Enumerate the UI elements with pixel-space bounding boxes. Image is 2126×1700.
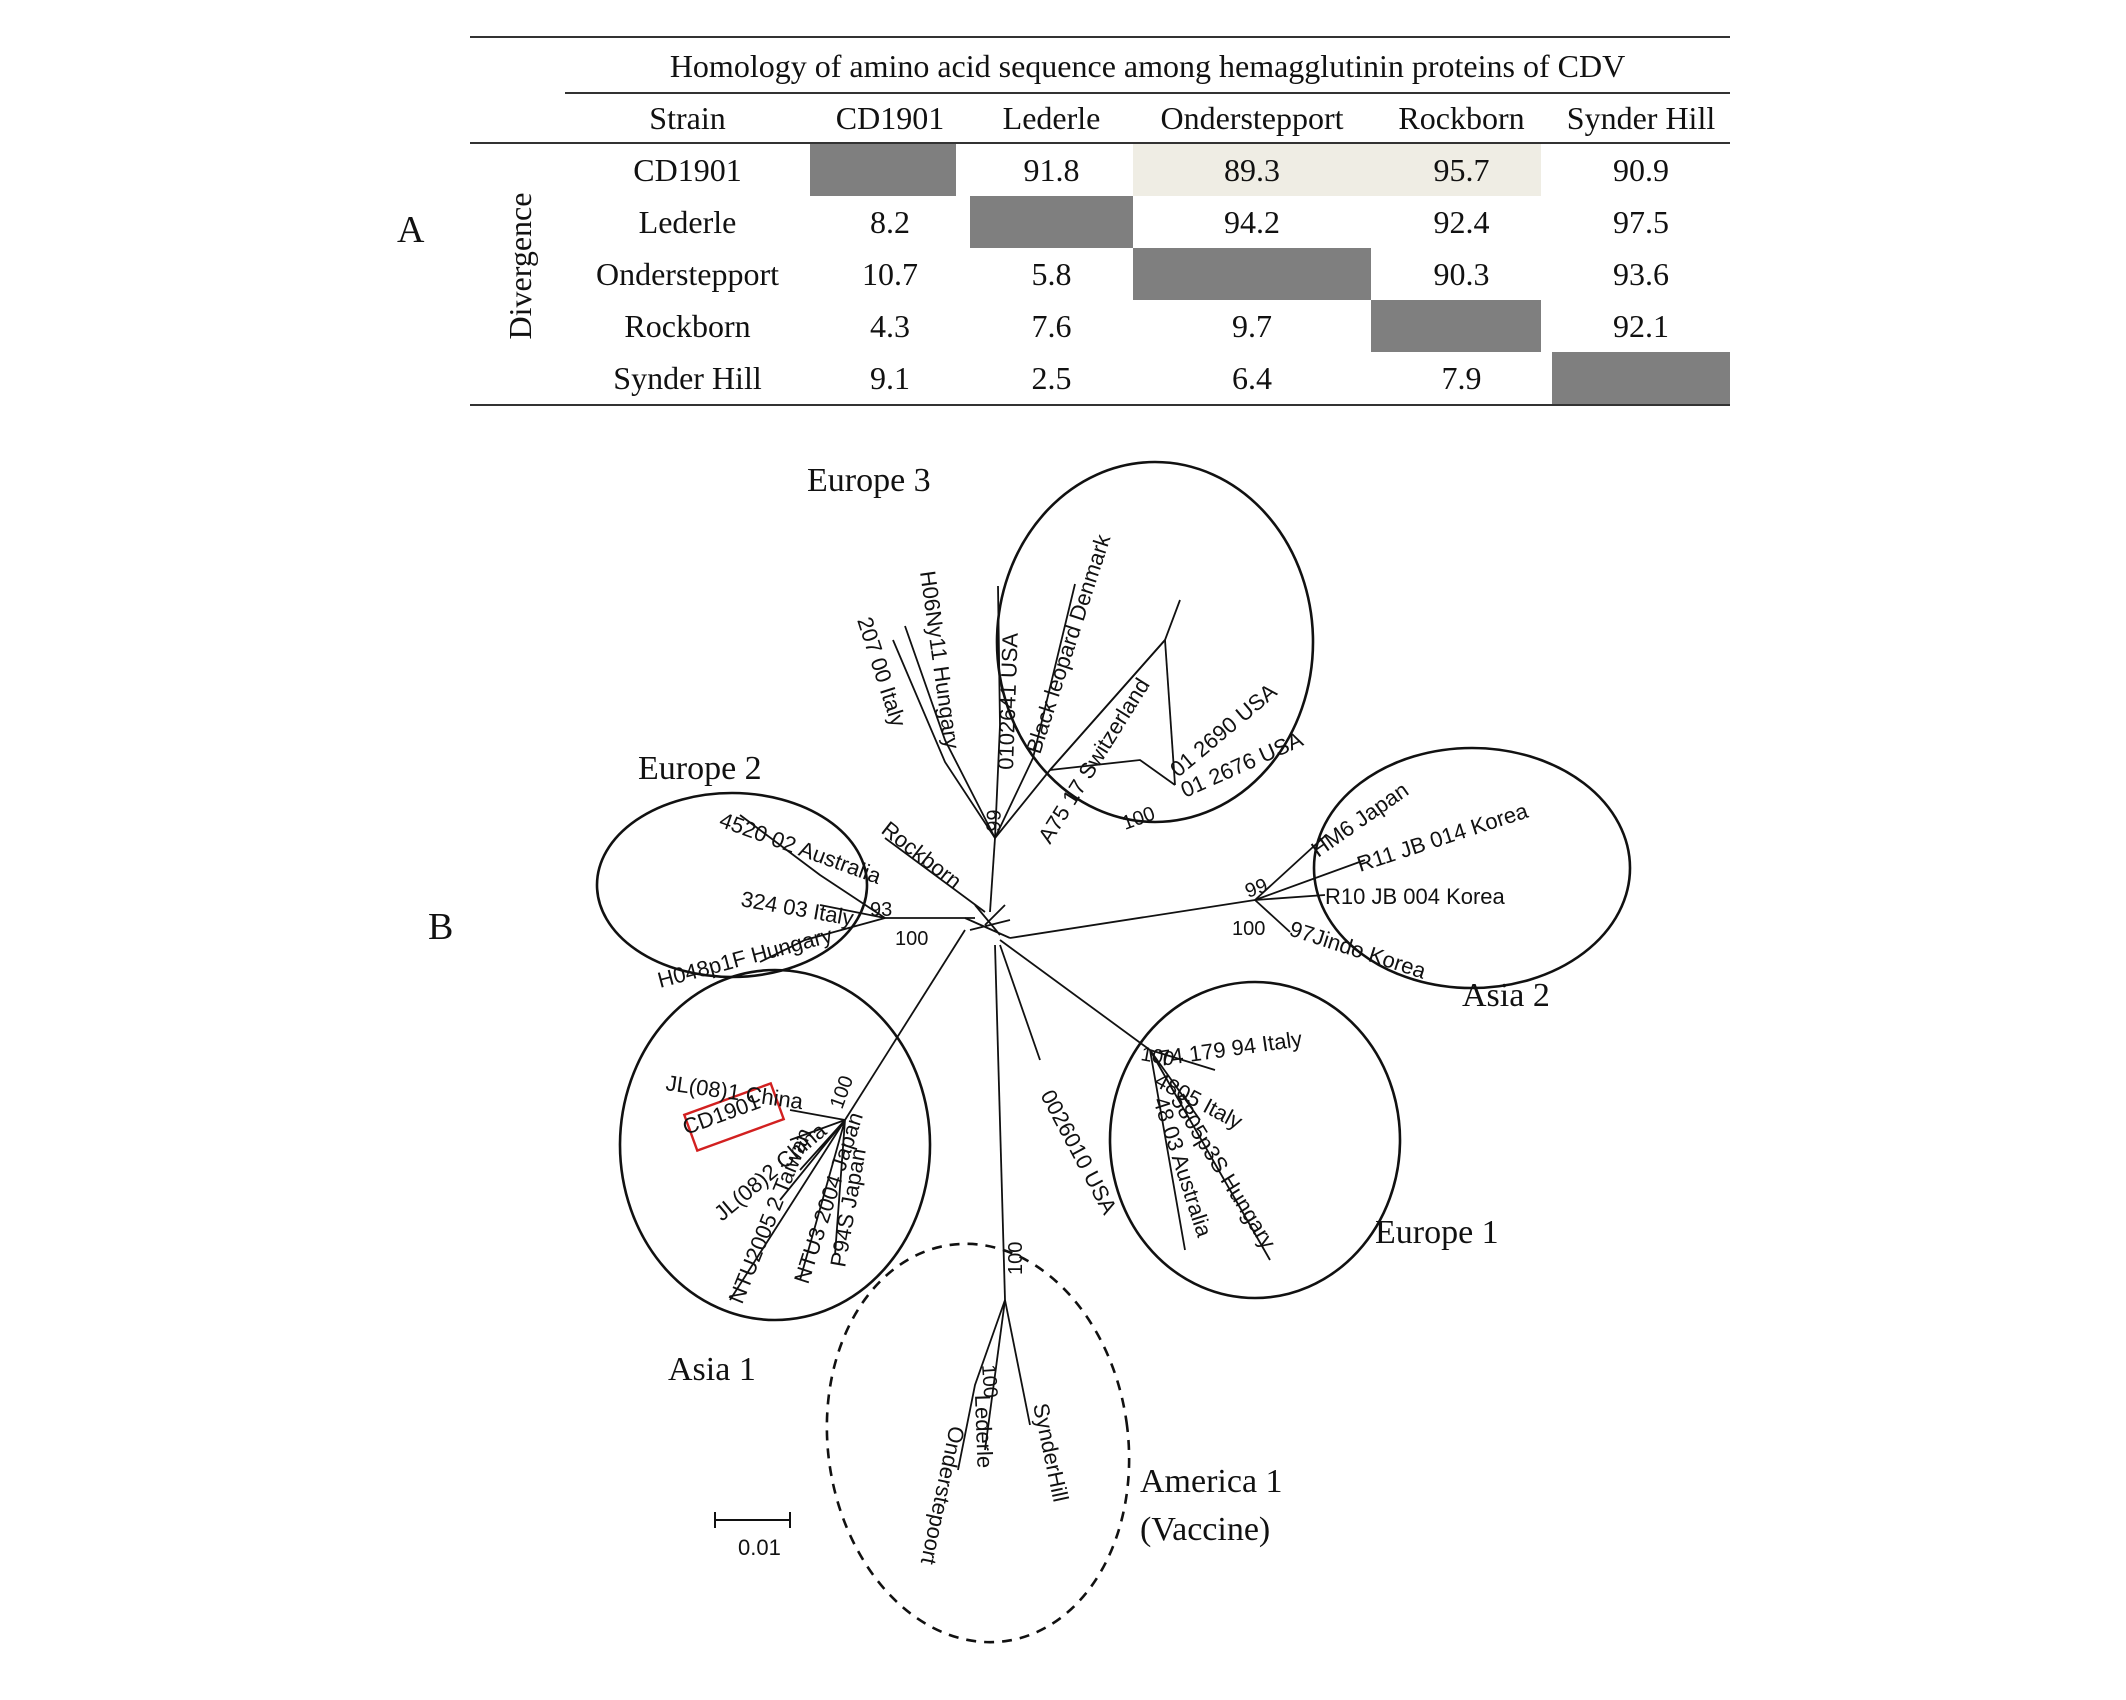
table-cell: 93.6 <box>1613 256 1669 292</box>
table-cell: 97.5 <box>1613 204 1669 240</box>
table-cell: 92.4 <box>1433 204 1490 240</box>
clade-label-vaccine: (Vaccine) <box>1140 1511 1270 1548</box>
clade-label-asia1: Asia 1 <box>668 1351 756 1388</box>
table-cell: 90.9 <box>1613 152 1669 188</box>
column-header: Lederle <box>1002 100 1101 136</box>
clade-label-europe2: Europe 2 <box>638 750 762 787</box>
diagonal-cell-2 <box>970 196 1133 248</box>
taxon-label: H048p1F Hungary <box>655 922 835 993</box>
table-cell: 89.3 <box>1224 152 1280 188</box>
panel-label-a: A <box>397 209 425 251</box>
row-header: Onderstepport <box>595 256 780 292</box>
scale-bar-line <box>714 1512 791 1528</box>
taxon-label: SynderHill <box>1028 1401 1073 1504</box>
taxon-label: 207 00 Italy <box>852 614 911 730</box>
table-cell: 94.2 <box>1224 204 1280 240</box>
row-header: Synder Hill <box>613 360 762 396</box>
clade-label-asia2: Asia 2 <box>1462 977 1550 1014</box>
row-header: Lederle <box>638 204 737 240</box>
table-cell: 7.6 <box>1031 308 1072 344</box>
taxon-label: 0102641 USA <box>993 632 1023 770</box>
bootstrap-value: 100 <box>1139 1043 1176 1070</box>
table-cell: 10.7 <box>862 256 918 292</box>
table-cell: 9.1 <box>870 360 910 396</box>
taxon-label: Lederle <box>970 1394 998 1468</box>
diagonal-cell-1 <box>810 144 956 196</box>
bootstrap-value: 100 <box>977 1364 1001 1399</box>
bootstrap-value: 93 <box>870 899 892 921</box>
diagonal-cell-5 <box>1552 352 1730 404</box>
table-top-rule <box>470 36 1730 38</box>
table-cell: 90.3 <box>1433 256 1490 292</box>
caption-rule <box>565 92 1730 94</box>
strain-header: Strain <box>649 100 726 136</box>
cd1901-highlight-box <box>682 1081 786 1153</box>
homology-table: Homology of amino acid sequence among he… <box>470 36 1730 406</box>
bootstrap-value: 100 <box>1232 918 1265 940</box>
clade-ellipse-america1 <box>825 1242 1131 1644</box>
table-cell: 4.3 <box>870 308 910 344</box>
table-bottom-rule <box>470 404 1730 406</box>
panel-label-b: B <box>428 906 454 948</box>
taxon-label: Rockborn <box>877 816 967 894</box>
column-header: CD1901 <box>835 100 945 136</box>
header-rule <box>470 142 1730 144</box>
table-caption: Homology of amino acid sequence among he… <box>669 48 1626 84</box>
diagonal-cell-4 <box>1371 300 1541 352</box>
taxon-label: 4520 02 Australia <box>716 807 885 889</box>
table-cell: 92.1 <box>1613 308 1669 344</box>
taxon-label: 74 179 94 Italy <box>1157 1026 1303 1071</box>
table-cell: 8.2 <box>870 204 910 240</box>
taxon-label: Black leopard Denmark <box>1021 530 1116 756</box>
taxon-label: 324 03 Italy <box>739 886 855 930</box>
taxon-label: H06Ny11 Hungary <box>915 569 965 750</box>
row-header: Rockborn <box>624 308 751 344</box>
table-cell: 2.5 <box>1031 360 1072 396</box>
taxon-label: 97Jindo Korea <box>1286 916 1429 984</box>
clade-label-europe1: Europe 1 <box>1375 1214 1499 1251</box>
clade-ellipse-europe1 <box>1108 980 1402 1300</box>
bootstrap-value: 100 <box>1119 803 1158 835</box>
table-cell: 9.7 <box>1232 308 1272 344</box>
bootstrap-value: 100 <box>1005 1242 1027 1275</box>
table-cell: 5.8 <box>1031 256 1072 292</box>
clade-label-america1: America 1 <box>1140 1463 1283 1500</box>
column-header: Synder Hill <box>1566 100 1716 136</box>
clade-ellipse-europe3 <box>995 460 1315 824</box>
row-header: CD1901 <box>633 152 742 188</box>
clade-ellipse-asia1 <box>618 968 932 1322</box>
column-header: Onderstepport <box>1160 100 1344 136</box>
taxon-label: Onderstepoort <box>916 1424 970 1567</box>
bootstrap-value: 99 <box>983 809 1006 832</box>
tree-branches <box>729 583 1366 1471</box>
clade-ellipse-asia2 <box>1312 746 1632 990</box>
clade-label-europe3: Europe 3 <box>807 462 931 499</box>
table-cell: 95.7 <box>1433 152 1490 188</box>
diagonal-cell-3 <box>1133 248 1371 300</box>
table-cell: 7.9 <box>1441 360 1482 396</box>
highlight-cell-onderstepport <box>1133 144 1371 196</box>
scale-bar-label: 0.01 <box>738 1535 781 1560</box>
table-cell: 91.8 <box>1023 152 1080 188</box>
bootstrap-value: 100 <box>895 928 928 950</box>
column-header: Rockborn <box>1398 100 1525 136</box>
taxon-label: R10 JB 004 Korea <box>1325 884 1506 909</box>
highlight-cell-rockborn <box>1371 144 1541 196</box>
table-cell: 6.4 <box>1232 360 1272 396</box>
